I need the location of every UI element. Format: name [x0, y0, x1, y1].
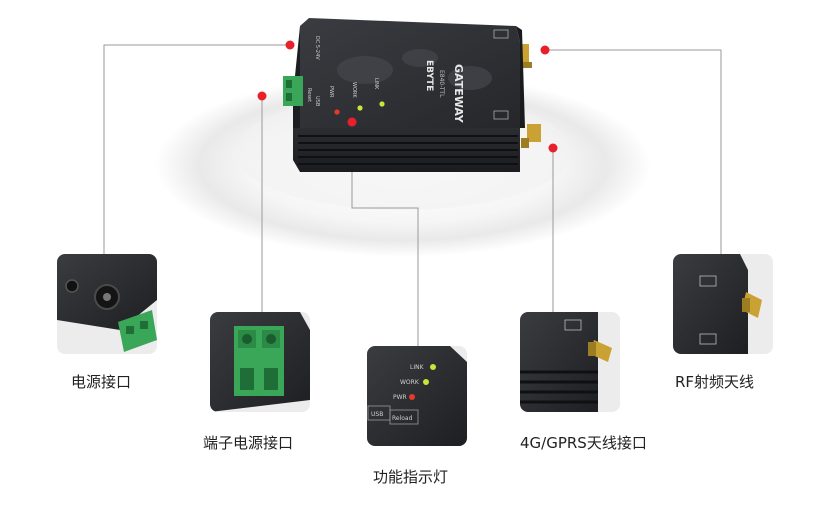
thumb-indicator: LINK WORK PWR USB Reload: [367, 346, 467, 446]
markers: [257, 40, 558, 153]
antenna-icon: [493, 29, 509, 39]
device-led-link: LINK: [373, 78, 379, 90]
thumb-4g-antenna: [520, 312, 620, 412]
audio-jack-icon: [65, 279, 79, 293]
marker-4g-antenna: [548, 143, 558, 153]
thumb-btn-usb: USB: [371, 411, 383, 418]
device-brand: EBYTE: [424, 60, 434, 91]
device-btn-reset: Reset: [306, 88, 312, 102]
label-power-port: 电源接口: [71, 373, 132, 391]
antenna-icon: [564, 319, 582, 331]
marker-terminal-port: [257, 91, 267, 101]
line-rf-antenna: [545, 49, 722, 255]
thumb-power-port: [57, 254, 157, 354]
label-indicator: 功能指示灯: [373, 468, 449, 486]
thumb-rf-antenna: [673, 254, 773, 354]
thumb-led-work: WORK: [400, 379, 420, 386]
device-title: GATEWAY: [452, 64, 465, 124]
thumb-led-link: LINK: [410, 364, 425, 371]
led-work-dot: [357, 105, 363, 111]
antenna-icon: [493, 110, 509, 120]
marker-power-port: [285, 40, 295, 50]
label-rf-antenna: RF射频天线: [675, 373, 755, 391]
marker-indicator: [347, 117, 357, 127]
antenna-stub-4g: [527, 124, 541, 142]
device-model: E840-TTL: [438, 70, 445, 98]
led-pwr-dot: [334, 109, 340, 115]
label-terminal-port: 端子电源接口: [203, 434, 294, 452]
device-btn-usb: USB: [314, 96, 320, 107]
line-power-port: [103, 44, 290, 255]
gateway-device: EBYTE GATEWAY E840-TTL PWR WORK LINK Res…: [283, 18, 541, 172]
device-led-work: WORK: [351, 82, 357, 98]
marker-rf-antenna: [540, 45, 550, 55]
antenna-icon: [699, 275, 717, 287]
terminal-block-icon: [118, 310, 157, 352]
led-link-dot: [379, 101, 385, 107]
label-4g-antenna: 4G/GPRS天线接口: [520, 434, 647, 452]
antenna-icon: [699, 333, 717, 345]
thumb-btn-reload: Reload: [392, 415, 413, 422]
thumb-led-pwr: PWR: [393, 394, 407, 401]
thumb-terminal-port: [210, 312, 310, 412]
device-power-label: DC 5-24V: [314, 36, 320, 60]
device-led-pwr: PWR: [328, 86, 334, 98]
